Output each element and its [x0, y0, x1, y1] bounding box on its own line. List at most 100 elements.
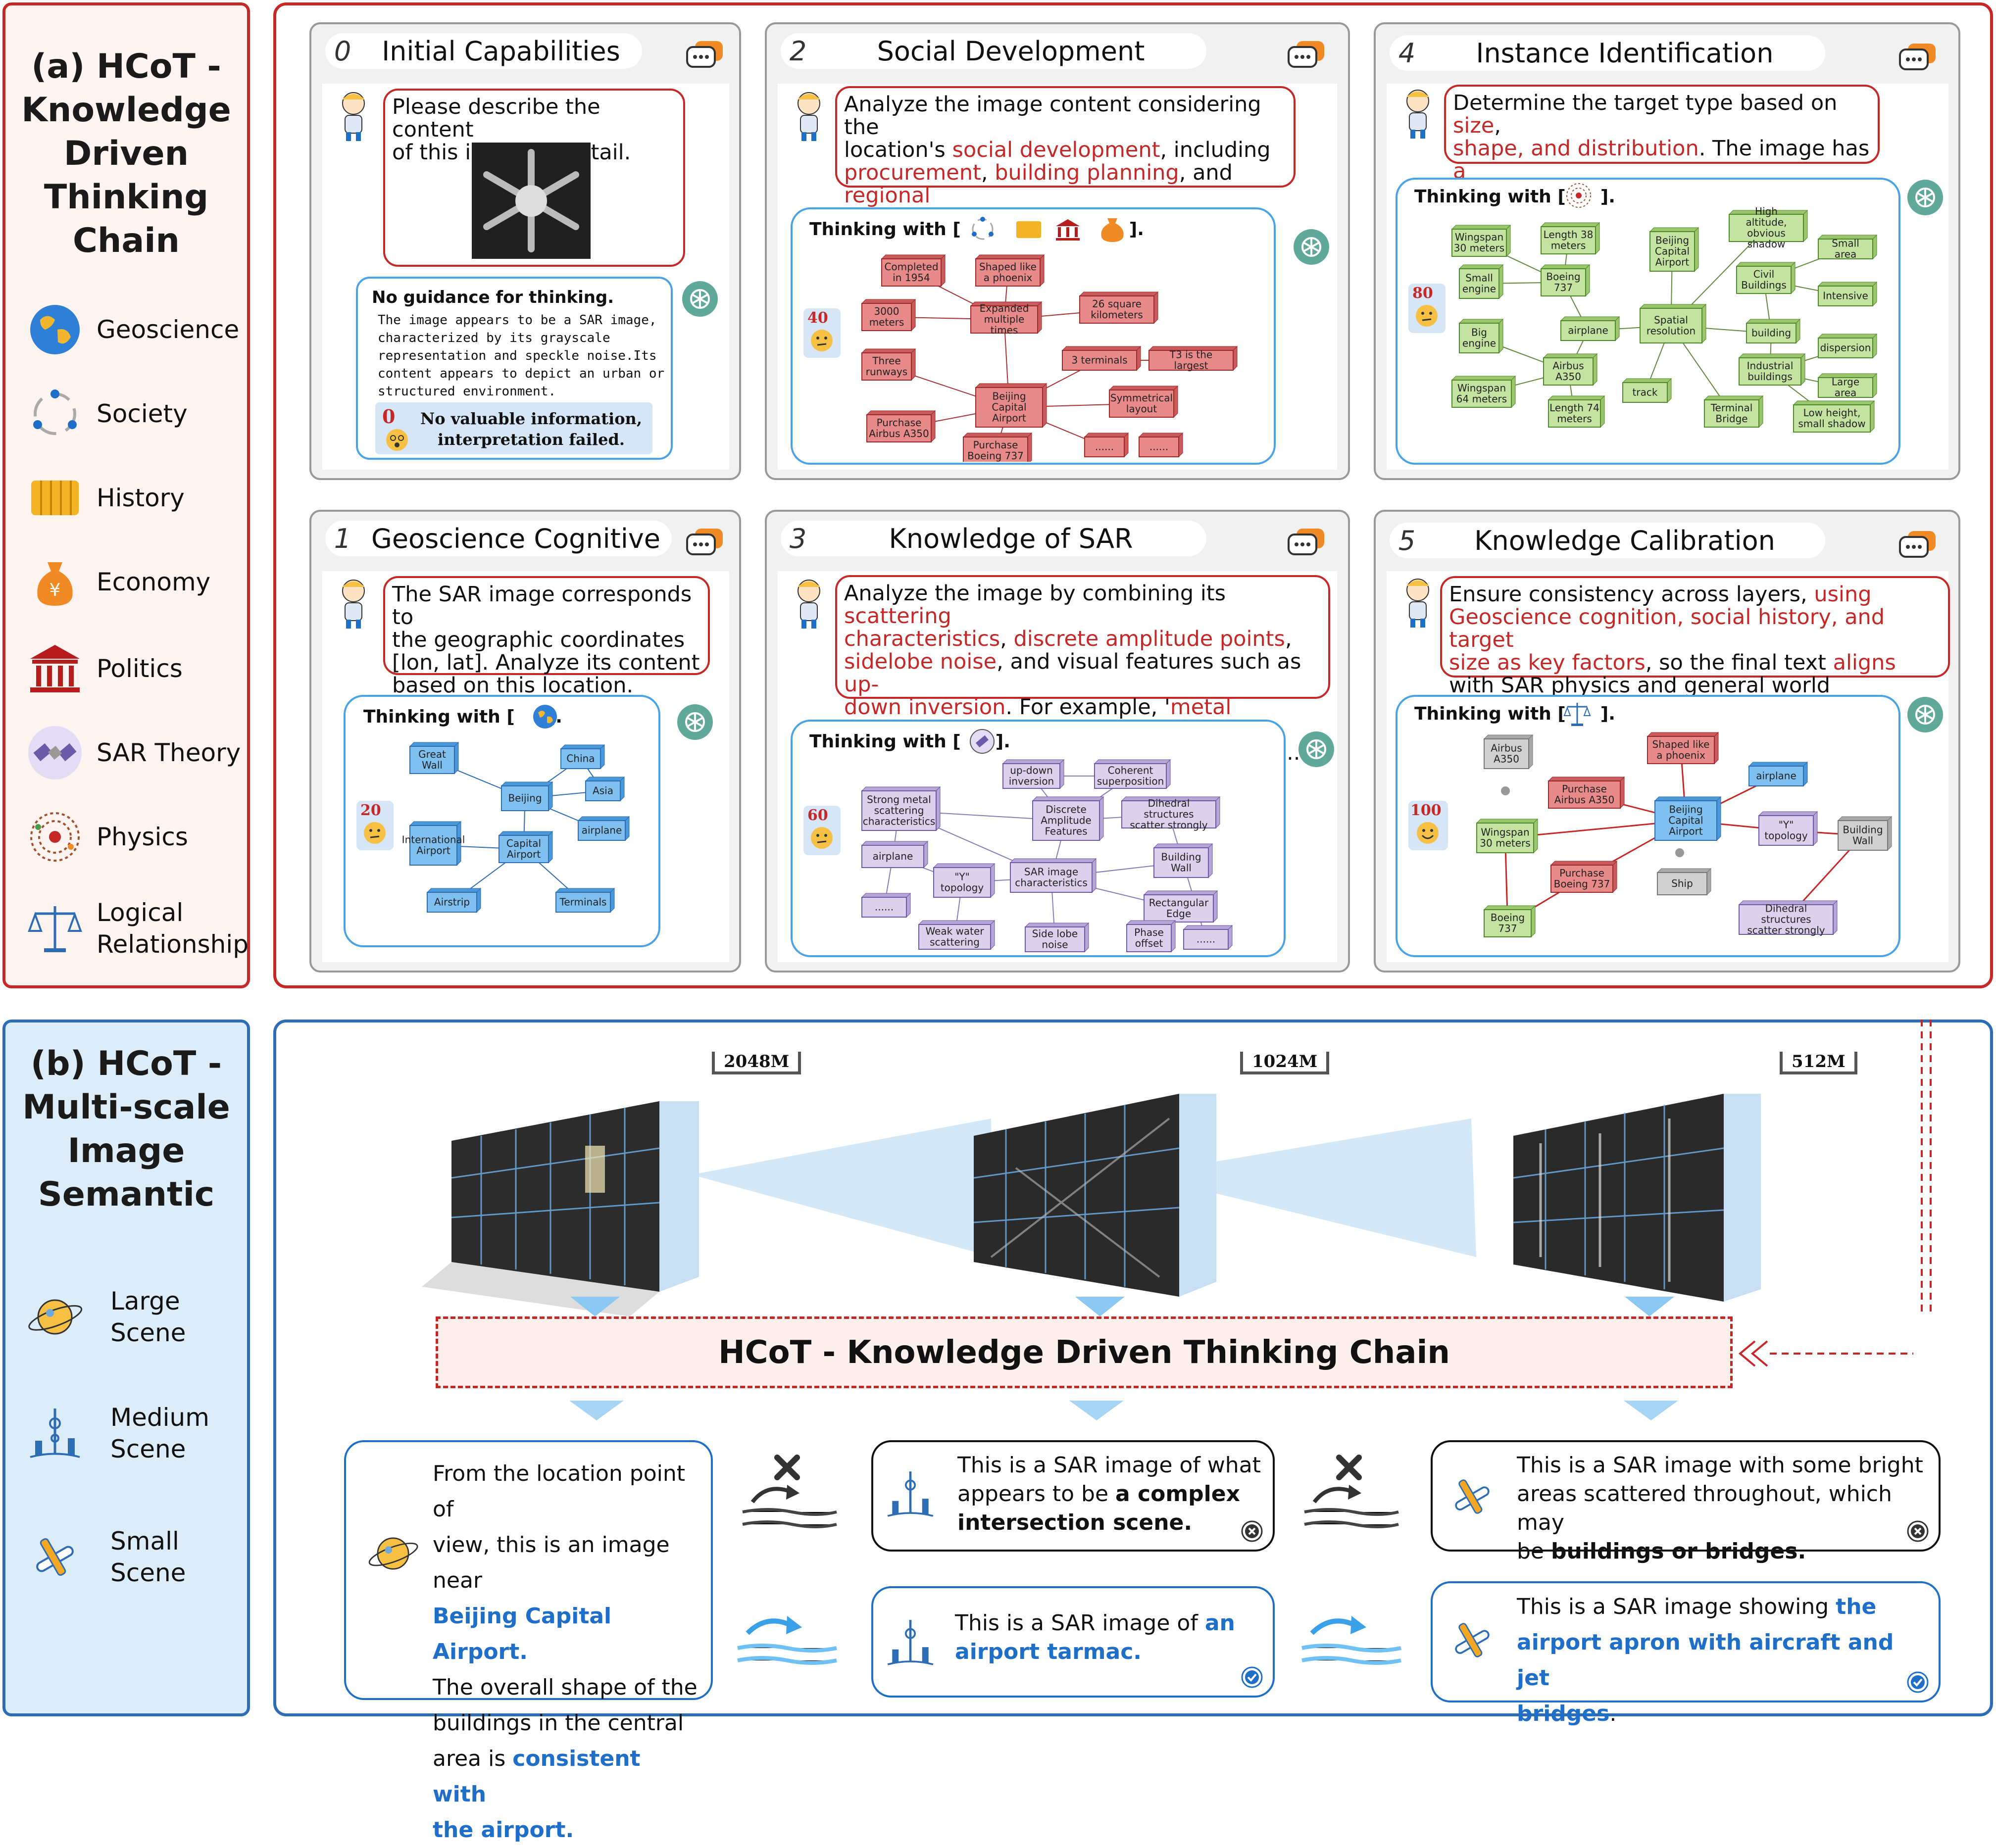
graph-node-label: 3 terminals	[1071, 354, 1127, 366]
graph-node: ......	[861, 892, 911, 918]
card-initial-capabilities: 0 Initial Capabilities Please describe t…	[309, 22, 741, 480]
graph-node-label: noise	[1042, 939, 1068, 951]
blocked-link-icon	[1501, 786, 1510, 795]
graph-node-label: Beijing	[508, 792, 542, 804]
graph-node-label: structures	[1761, 914, 1811, 925]
graph-node-label: up-down	[1010, 765, 1053, 777]
medium-scene-right-output: This is a SAR image of an airport tarmac…	[871, 1586, 1275, 1698]
card-knowledge-of-sar: 3 Knowledge of SAR Analyze the image by …	[765, 510, 1350, 973]
panel-b-sidebar: (b) HCoT - Multi-scale Image Semantic La…	[2, 1020, 250, 1716]
panel-a-title-line: Thinking	[44, 178, 209, 217]
card-title: Initial Capabilities	[382, 35, 620, 67]
panel-b-frame	[273, 1020, 1993, 1716]
graph-node-label: inversion	[1009, 776, 1054, 787]
graph-node-label: Building	[1843, 824, 1883, 836]
graph-node: ......	[1183, 924, 1233, 950]
thinking-label-text: Thinking with [	[363, 707, 515, 727]
graph-node-label: meters	[869, 316, 904, 328]
thinking-face-icon	[811, 330, 833, 351]
graph-node-label: Features	[1045, 826, 1088, 837]
satellite-icon	[970, 729, 995, 754]
graph-node-label: layout	[1126, 403, 1157, 415]
dizzy-face-icon	[386, 429, 408, 451]
graph-node-label: ......	[875, 901, 894, 913]
graph-node-label: Airbus A350	[1554, 794, 1614, 806]
graph-node-label: Beijing	[992, 390, 1026, 402]
legend-logical: Logical Relationship	[25, 889, 253, 968]
wrong-mark-icon	[1241, 1520, 1263, 1542]
small-scene-wrong-output: This is a SAR image with some bright are…	[1431, 1440, 1941, 1564]
graph-node: Airstrip	[426, 887, 482, 913]
output-line: be buildings or bridges.	[1517, 1539, 1806, 1564]
legend-label: Physics	[97, 823, 188, 851]
graph-node-label: Strong metal	[867, 794, 931, 806]
smiling-face-icon	[1417, 822, 1439, 844]
sar-thumbnail-image	[472, 143, 591, 259]
graph-node-label: topology	[941, 882, 984, 894]
graph-node-label: Building	[1161, 851, 1201, 863]
user-avatar-icon	[798, 92, 820, 141]
graph-node-label: area	[1835, 248, 1857, 260]
temple-icon	[30, 645, 80, 692]
graph-node-label: Buildings	[1741, 279, 1787, 291]
prompt-line: The SAR image corresponds to	[392, 582, 692, 630]
graph-node-label: a phoenix	[984, 272, 1033, 284]
card-geoscience-cognitive: 1 Geoscience Cognitive The SAR image cor…	[309, 510, 741, 973]
output-line: This is a SAR image of an	[955, 1610, 1235, 1636]
graph-node-label: Length 38	[1544, 229, 1594, 241]
graph-node: Ship	[1656, 868, 1712, 896]
graph-node-label: Airbus	[1552, 360, 1584, 372]
answer-line: characterized by its grayscale	[378, 331, 610, 345]
user-avatar-icon	[342, 92, 365, 141]
graph-node: Asia	[585, 776, 625, 802]
feedback-connector	[1921, 1020, 1932, 1316]
right-path-icon	[1301, 1616, 1401, 1665]
card-title: Knowledge Calibration	[1474, 525, 1775, 556]
legend-label-line: Scene	[110, 1435, 186, 1463]
svg-text:¥: ¥	[50, 580, 61, 600]
small-scene-right-output: This is a SAR image showing the airport …	[1431, 1581, 1941, 1726]
legend-politics: Politics	[25, 636, 253, 701]
knowledge-graph: up-downinversionCoherentsuperpositionStr…	[861, 759, 1233, 953]
card-tab: 3 Knowledge of SAR	[781, 521, 1206, 556]
graph-node-label: Purchase	[973, 439, 1018, 451]
graph-node: Terminals	[555, 887, 615, 913]
graph-node: dispersion	[1817, 333, 1878, 359]
feedback-arrow-icon	[1738, 1340, 1913, 1367]
graph-node-label: "Y"	[954, 871, 970, 883]
projection-beam	[1021, 1119, 1476, 1257]
prompt-line: location's social development, including	[844, 138, 1271, 162]
graph-node-label: Three	[872, 355, 900, 367]
score-badge: 100	[1408, 801, 1448, 850]
output-line: The overall shape of the	[433, 1675, 698, 1700]
wrong-path-icon	[742, 1455, 837, 1528]
output-line: This is a SAR image showing the	[1517, 1594, 1877, 1619]
card-number: 2	[789, 35, 807, 67]
legend-label: Economy	[97, 568, 211, 596]
graph-node: Intensive	[1817, 281, 1878, 307]
graph-node-label: Asia	[593, 785, 613, 797]
sar-image-slab-2048m	[422, 1101, 699, 1316]
panel-b-title-line: Multi-scale	[22, 1088, 230, 1127]
temple-icon	[1056, 219, 1080, 241]
output-line: This is a SAR image with some bright	[1517, 1453, 1923, 1478]
fail-banner: 0 No valuable information, interpretatio…	[375, 402, 652, 454]
prompt-line: Determine the target type based on size,	[1453, 91, 1838, 138]
output-line: buildings in the central	[433, 1710, 684, 1736]
score-badge: 20	[356, 801, 394, 850]
thinking-label: Thinking with [].	[809, 219, 1144, 240]
graph-node-label: engine	[1462, 338, 1496, 349]
card-knowledge-calibration: 5 Knowledge Calibration Ensure consisten…	[1374, 510, 1960, 973]
